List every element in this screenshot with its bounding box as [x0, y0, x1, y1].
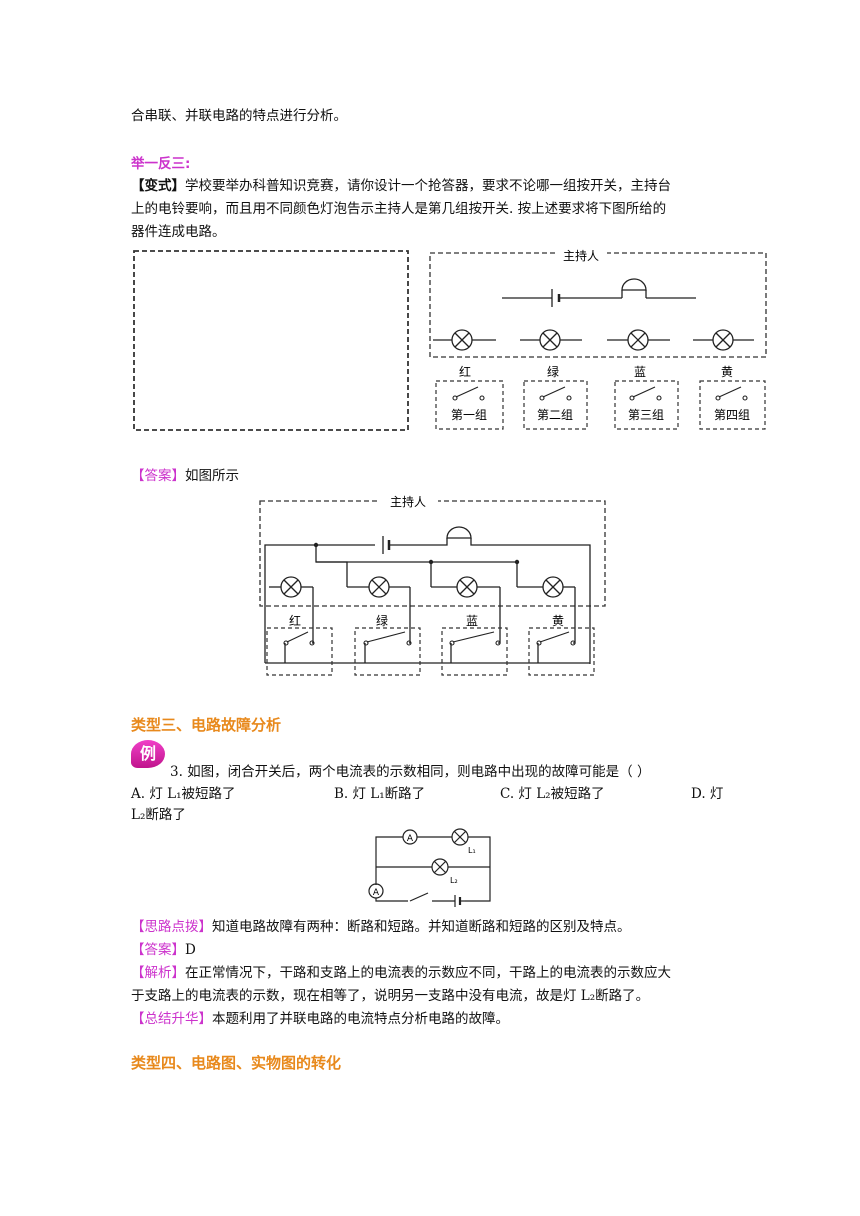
bell-icon: [446, 526, 472, 539]
analysis-line-1: 【解析】在正常情况下，干路和支路上的电流表的示数应不同，干路上的电流表的示数应大: [131, 963, 671, 983]
empty-drawing-box: [133, 250, 409, 431]
ammeter-label-2: A: [373, 888, 380, 898]
hint-line: 【思路点拨】知道电路故障有两种：断路和短路。并知道断路和短路的区别及特点。: [131, 917, 631, 937]
lamp-label-l2: L₂: [450, 876, 458, 885]
answer2-text: D: [185, 942, 196, 958]
analysis-line-2: 于支路上的电流表的示数，现在相等了，说明另一支路中没有电流，故是灯 L₂断路了。: [131, 988, 650, 1004]
intro-line: 合串联、并联电路的特点进行分析。: [131, 108, 347, 124]
ammeter-label-1: A: [407, 834, 414, 844]
color-label-blue: 蓝: [466, 614, 478, 628]
host-label: 主持人: [563, 248, 599, 263]
summary-tag: 【总结升华】: [131, 1011, 212, 1027]
option-d-part1: D. 灯: [691, 786, 724, 802]
group-label-2: 第二组: [537, 408, 573, 422]
color-label-green: 绿: [376, 613, 388, 628]
group-box-3: [614, 380, 679, 430]
color-label-red: 红: [289, 613, 301, 628]
option-a: A. 灯 L₁被短路了: [131, 786, 236, 802]
analysis-tag: 【解析】: [131, 965, 185, 981]
component-diagram: 主持人 红 绿 蓝 黄 第一组 第二组 第三组 第四组: [133, 246, 767, 431]
switch-icon: [718, 386, 742, 398]
answer2-tag: 【答案】: [131, 942, 185, 958]
variant-line-2: 上的电铃要响，而且用不同颜色灯泡告示主持人是第几组按开关. 按上述要求将下图所给…: [131, 201, 667, 217]
variant-tag: 【变式】: [131, 178, 185, 194]
host-box: [259, 500, 606, 607]
switch-icon: [542, 386, 566, 398]
variant-line-1: 【变式】学校要举办科普知识竞赛，请你设计一个抢答器，要求不论哪一组按开关，主持台: [131, 176, 671, 196]
switch-icon: [286, 631, 309, 643]
group-box-1: [266, 627, 333, 676]
option-b: B. 灯 L₁断路了: [334, 786, 426, 802]
switch-icon: [366, 631, 406, 643]
example-badge: 例: [131, 740, 165, 768]
color-label-yellow: 黄: [721, 365, 733, 379]
hint-tag: 【思路点拨】: [131, 919, 212, 935]
answer1-line: 【答案】如图所示: [131, 466, 239, 486]
hint-text: 知道电路故障有两种：断路和短路。并知道断路和短路的区别及特点。: [212, 919, 631, 935]
option-d-part2: L₂断路了: [131, 807, 186, 823]
fault-circuit-diagram: A A L₁ L₂: [368, 828, 491, 907]
group-label-3: 第三组: [628, 408, 664, 422]
analysis-text-1: 在正常情况下，干路和支路上的电流表的示数应不同，干路上的电流表的示数应大: [185, 965, 671, 981]
color-label-yellow: 黄: [552, 614, 564, 628]
group-label-4: 第四组: [714, 408, 750, 422]
answer-circuit-diagram: 主持人 红: [259, 491, 606, 676]
section3-title: 类型三、电路故障分析: [131, 716, 282, 734]
switch-icon: [409, 892, 429, 902]
section4-title: 类型四、电路图、实物图的转化: [131, 1054, 342, 1072]
variant-line-3: 器件连成电路。: [131, 224, 226, 240]
host-box: [429, 252, 767, 358]
switch-icon: [632, 386, 656, 398]
switch-icon: [455, 386, 479, 398]
option-c: C. 灯 L₂被短路了: [500, 786, 605, 802]
group-box-3: [441, 627, 508, 676]
answer1-text: 如图所示: [185, 468, 239, 484]
summary-text: 本题利用了并联电路的电流特点分析电路的故障。: [212, 1011, 509, 1027]
group-label-1: 第一组: [451, 408, 487, 422]
group-box-2: [523, 380, 588, 430]
variant-text-1: 学校要举办科普知识竞赛，请你设计一个抢答器，要求不论哪一组按开关，主持台: [185, 178, 671, 194]
color-label-red: 红: [459, 364, 471, 379]
answer2-line: 【答案】D: [131, 940, 196, 960]
answer1-tag: 【答案】: [131, 468, 185, 484]
color-label-green: 绿: [547, 364, 559, 379]
color-label-blue: 蓝: [634, 365, 646, 379]
switch-icon: [452, 631, 495, 643]
bell-icon: [621, 278, 647, 291]
practice-heading: 举一反三:: [131, 156, 191, 172]
lamp-label-l1: L₁: [468, 846, 476, 855]
summary-line: 【总结升华】本题利用了并联电路的电流特点分析电路的故障。: [131, 1009, 509, 1029]
switch-icon: [539, 631, 570, 643]
question-line: 3. 如图，闭合开关后，两个电流表的示数相同，则电路中出现的故障可能是（ ）: [170, 764, 651, 780]
group-box-1: [435, 380, 504, 430]
host-label: 主持人: [390, 494, 426, 509]
